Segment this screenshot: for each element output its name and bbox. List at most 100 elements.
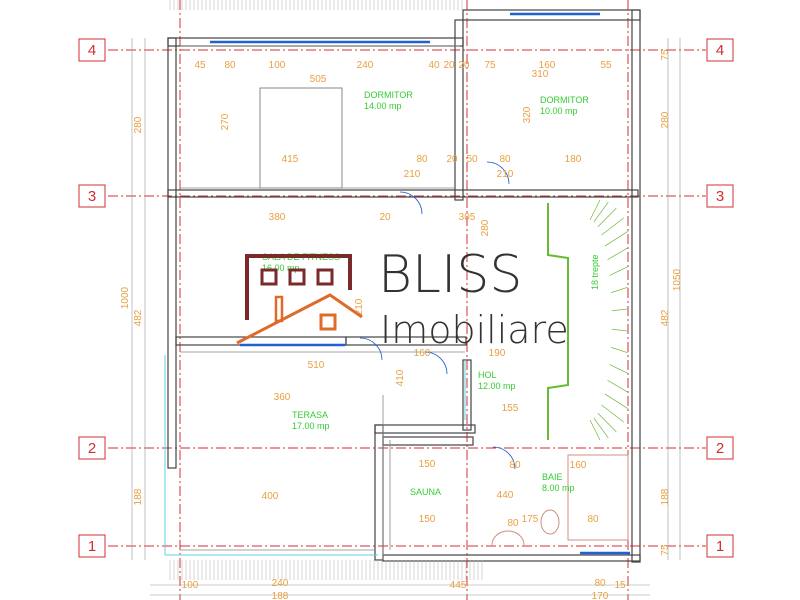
dimension-label: 155 <box>502 403 519 414</box>
dimension-label: 40 <box>428 60 440 71</box>
stair-tread <box>601 404 624 423</box>
axis-marker <box>78 436 106 460</box>
dimension-label: 80 <box>224 60 236 71</box>
toilet <box>540 509 560 535</box>
dimension-label: 80 <box>594 578 606 589</box>
dimension-label: 280 <box>480 219 491 236</box>
stair-tread <box>597 413 617 433</box>
dimension-label: 100 <box>182 580 199 591</box>
axis-label: 2 <box>88 440 96 457</box>
axis-marker <box>78 184 106 208</box>
axis-label: 3 <box>88 188 96 205</box>
room-area: 8.00 mp <box>542 483 575 493</box>
dimension-label: 440 <box>497 490 514 501</box>
dimension-label: 188 <box>272 591 289 600</box>
dimension-label: 240 <box>272 578 289 589</box>
dimension-label: 80 <box>587 514 599 525</box>
wall <box>345 336 467 346</box>
axis-marker <box>706 436 734 460</box>
axis-label: 1 <box>88 538 96 555</box>
dimension-label: 160 <box>414 348 431 359</box>
dimension-label: 15 <box>614 580 626 591</box>
room-name: SAUNA <box>410 487 441 497</box>
wall <box>167 37 177 469</box>
sink <box>491 530 525 546</box>
dimension-label: 190 <box>489 348 506 359</box>
dimension-label: 510 <box>308 360 325 371</box>
dimension-label: 20 <box>443 60 455 71</box>
wall <box>631 9 641 563</box>
dimension-label: 75 <box>660 544 671 556</box>
wall <box>374 424 476 434</box>
dimension-label: 270 <box>220 113 231 130</box>
dimension-label: 188 <box>133 488 144 505</box>
stair-tread <box>597 207 617 227</box>
stair-tread <box>593 418 609 439</box>
logo-chimney <box>274 295 284 323</box>
wall <box>462 359 472 431</box>
stair-tread <box>593 201 609 222</box>
dimension-label: 1000 <box>120 286 131 309</box>
logo-brand: BLISS <box>378 245 522 305</box>
stair-tread <box>609 364 629 374</box>
stair-tread <box>609 266 629 276</box>
dimension-label: 310 <box>532 69 549 80</box>
axis-label: 2 <box>716 440 724 457</box>
door-swing <box>424 351 448 375</box>
axis-label: 4 <box>716 42 724 59</box>
dimension-label: 305 <box>459 212 476 223</box>
dimension-label: 360 <box>274 392 291 403</box>
axis-marker <box>706 534 734 558</box>
dimension-label: 188 <box>660 488 671 505</box>
logo-subtitle: Imobiliare <box>380 308 569 352</box>
door-swing <box>492 446 516 470</box>
stair-tread <box>607 247 629 261</box>
dimension-label: 20 <box>379 212 391 223</box>
dimension-label: 410 <box>395 369 406 386</box>
stair-tread <box>611 347 629 354</box>
dimension-label: 415 <box>282 154 299 165</box>
logo-house-outline <box>245 254 352 320</box>
dimension-label: 20 <box>458 60 470 71</box>
room-area: 17.00 mp <box>292 421 330 431</box>
staircase <box>547 199 629 441</box>
wall <box>167 189 639 198</box>
dimension-label: 75 <box>484 60 496 71</box>
logo-window <box>260 268 278 286</box>
room-name: DORMITOR <box>540 95 589 105</box>
bliss-logo: BLISS Imobiliare <box>236 245 569 352</box>
dimension-label: 280 <box>660 111 671 128</box>
stair-tread <box>604 231 629 247</box>
dimension-label: 240 <box>357 60 374 71</box>
walls <box>164 0 641 580</box>
stair-tread <box>611 308 629 312</box>
dimension-label: 80 <box>499 154 511 165</box>
logo-window <box>316 268 334 286</box>
stair-tread <box>604 393 629 409</box>
dimension-label: 482 <box>133 309 144 326</box>
axis-marker <box>706 184 734 208</box>
logo-window <box>288 268 306 286</box>
dimension-label: 80 <box>507 518 519 529</box>
logo-roof <box>236 293 363 345</box>
axis-label: 1 <box>716 538 724 555</box>
dimension-label: 100 <box>269 60 286 71</box>
dimension-label: 380 <box>269 212 286 223</box>
dimension-label: 80 <box>416 154 428 165</box>
axis-label: 3 <box>716 188 724 205</box>
dimension-label: 160 <box>570 460 587 471</box>
dimension-label: 170 <box>592 591 609 600</box>
dimension-label: 280 <box>133 116 144 133</box>
stair-edge <box>547 203 569 440</box>
axis-marker <box>706 38 734 62</box>
dimension-label: 320 <box>522 106 533 123</box>
dimension-label: 45 <box>194 60 206 71</box>
dimension-label: 482 <box>660 309 671 326</box>
dimension-label: 210 <box>404 169 421 180</box>
axis-marker <box>78 534 106 558</box>
dimension-label: 50 <box>466 154 478 165</box>
dimension-label: 55 <box>600 60 612 71</box>
dimension-label: 210 <box>497 169 514 180</box>
